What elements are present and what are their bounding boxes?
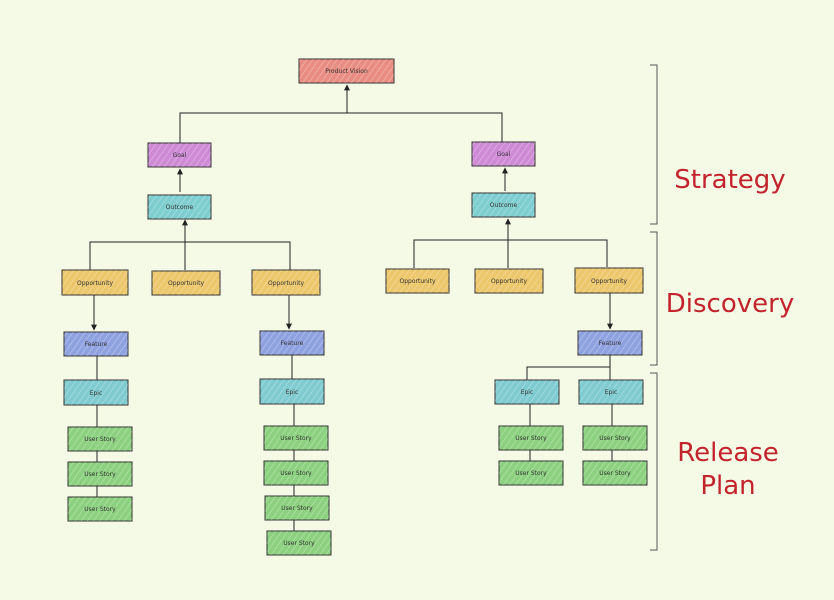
user-story-node: User Story (67, 426, 133, 452)
outcome-node-right: Outcome (471, 192, 536, 218)
epic-label: Epic (521, 389, 534, 396)
feature-label: Feature (85, 341, 108, 348)
opportunity-node: Opportunity (251, 269, 321, 296)
user-story-label: User Story (599, 435, 631, 442)
goal-node-right: Goal (471, 141, 536, 167)
release-plan-label-line2: Plan (700, 471, 755, 501)
opportunity-label: Opportunity (399, 278, 435, 285)
feature-label: Feature (599, 340, 622, 347)
feature-label: Feature (281, 340, 304, 347)
release-plan-label-line1: Release (677, 438, 779, 468)
discovery-bracket (650, 231, 658, 366)
outcome-label: Outcome (490, 202, 518, 209)
connector-left-opp-bar (89, 241, 291, 270)
goal-node-left: Goal (147, 142, 212, 168)
user-story-label: User Story (84, 436, 116, 443)
user-story-label: User Story (84, 506, 116, 513)
opportunity-label: Opportunity (268, 280, 304, 287)
epic-label: Epic (605, 389, 618, 396)
user-story-label: User Story (515, 435, 547, 442)
opportunity-node: Opportunity (385, 268, 450, 294)
nodes: Product Vision Goal Goal Outcome Outcome (61, 58, 648, 556)
opportunity-node: Opportunity (151, 270, 221, 296)
feature-node: Feature (577, 330, 643, 356)
opportunity-label: Opportunity (77, 280, 113, 287)
epic-node: Epic (259, 378, 325, 405)
feature-node: Feature (259, 330, 325, 356)
discovery-label: Discovery (666, 289, 794, 319)
strategy-label: Strategy (674, 165, 785, 195)
epic-label: Epic (286, 389, 299, 396)
phase-brackets (650, 64, 658, 551)
connector-feature-epics (526, 355, 611, 380)
strategy-bracket (650, 64, 658, 225)
product-vision-node: Product Vision (298, 58, 395, 84)
feature-node: Feature (63, 331, 129, 357)
epic-node: Epic (578, 379, 644, 405)
user-story-node: User Story (67, 461, 133, 487)
user-story-node: User Story (498, 425, 564, 451)
opportunity-node: Opportunity (574, 267, 644, 294)
user-story-label: User Story (280, 435, 312, 442)
phase-labels: Strategy Discovery Release Plan (666, 165, 794, 501)
user-story-node: User Story (266, 530, 332, 556)
product-vision-label: Product Vision (325, 68, 368, 75)
release-plan-bracket (650, 372, 658, 551)
user-story-label: User Story (599, 470, 631, 477)
user-story-label: User Story (283, 540, 315, 547)
opportunity-node: Opportunity (474, 268, 544, 294)
opportunity-label: Opportunity (491, 278, 527, 285)
connector-vision-bar (179, 112, 503, 143)
user-story-label: User Story (515, 470, 547, 477)
outcome-node-left: Outcome (147, 194, 212, 220)
user-story-label: User Story (84, 471, 116, 478)
user-story-node: User Story (263, 425, 329, 451)
user-story-label: User Story (280, 470, 312, 477)
opportunity-node: Opportunity (61, 269, 129, 296)
connector-right-opp-bar (413, 239, 608, 268)
opportunity-label: Opportunity (168, 280, 204, 287)
goal-label: Goal (497, 151, 511, 158)
user-story-node: User Story (582, 425, 648, 451)
user-story-label: User Story (281, 505, 313, 512)
user-story-node: User Story (263, 460, 329, 486)
user-story-node: User Story (498, 460, 564, 486)
user-story-node: User Story (67, 496, 133, 522)
epic-node: Epic (63, 379, 129, 406)
goal-label: Goal (173, 152, 187, 159)
user-story-node: User Story (582, 460, 648, 486)
user-story-node: User Story (264, 495, 330, 521)
opportunity-label: Opportunity (591, 278, 627, 285)
epic-node: Epic (494, 379, 560, 405)
outcome-label: Outcome (166, 204, 194, 211)
epic-label: Epic (90, 390, 103, 397)
